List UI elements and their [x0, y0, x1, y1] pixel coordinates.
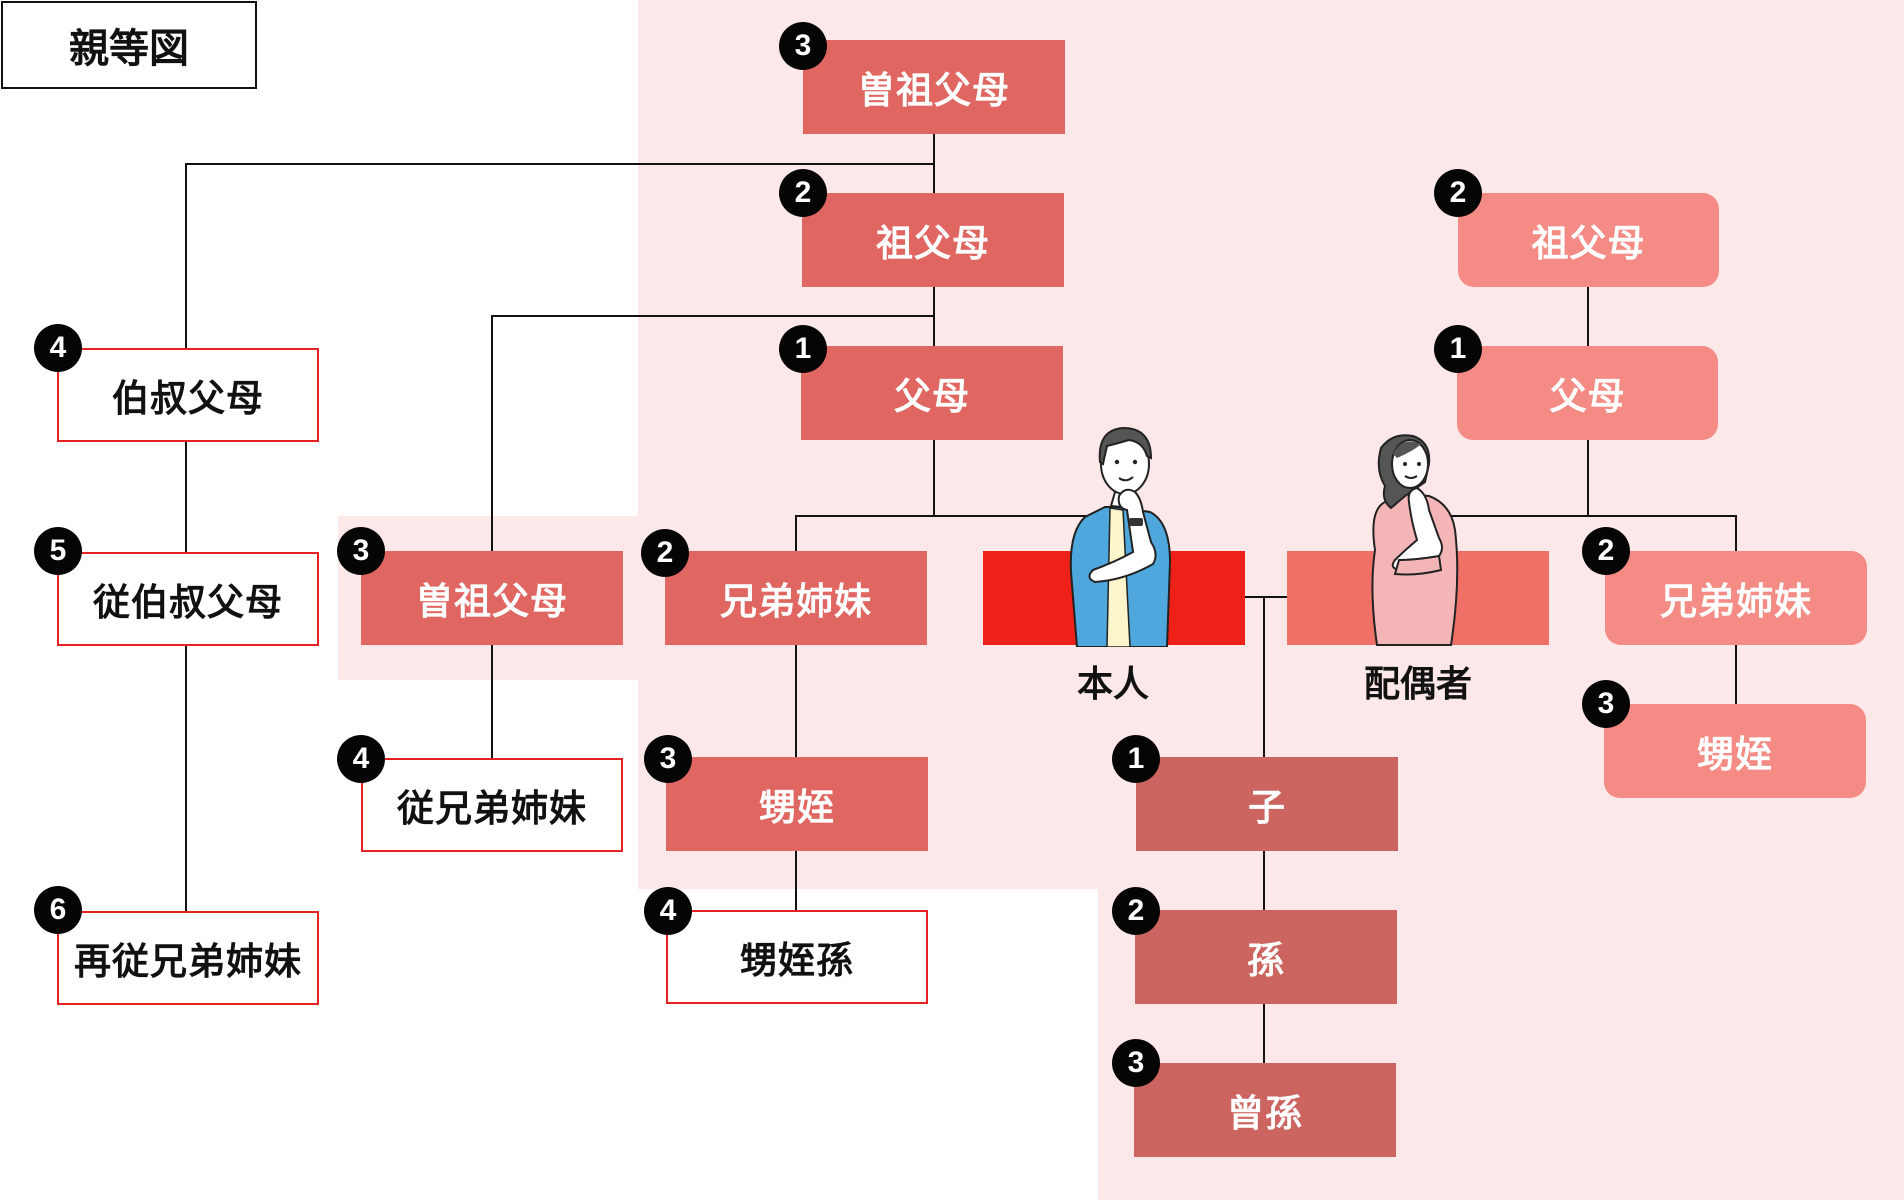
node-label: 曾孫 [1227, 1092, 1303, 1135]
degree-badge: 1 [1434, 325, 1482, 373]
node-label: 甥姪 [1697, 733, 1773, 776]
connector-line [491, 315, 493, 551]
node-label: 孫 [1247, 939, 1285, 982]
node-spouse-nephews-nieces[interactable]: 甥姪 [1604, 704, 1866, 798]
node-label: 再従兄弟姉妹 [74, 940, 302, 983]
node-label: 祖父母 [876, 222, 990, 265]
connector-line [491, 315, 935, 317]
man-thinking-illustration [1069, 426, 1172, 647]
node-great-grandparents[interactable]: 曽祖父母 [803, 40, 1065, 134]
node-label: 甥姪孫 [740, 939, 854, 982]
node-cousins[interactable]: 従兄弟姉妹 [361, 758, 623, 852]
connector-line [1263, 596, 1265, 1157]
connector-line [185, 163, 187, 348]
node-grandchildren[interactable]: 孫 [1135, 910, 1397, 1004]
node-label: 兄弟姉妹 [720, 580, 872, 623]
spouse-label: 配偶者 [1363, 664, 1473, 705]
degree-badge: 3 [644, 735, 692, 783]
connector-line [1440, 515, 1737, 517]
node-spouse-parents[interactable]: 父母 [1457, 346, 1718, 440]
node-spouse-grandparents[interactable]: 祖父母 [1458, 193, 1719, 287]
node-first-cousins-once-removed[interactable]: 従伯叔父母 [57, 552, 319, 646]
degree-badge: 4 [34, 324, 82, 372]
degree-badge: 4 [644, 887, 692, 935]
node-label: 祖父母 [1531, 222, 1646, 265]
degree-badge: 5 [34, 527, 82, 575]
degree-badge: 2 [1434, 169, 1482, 217]
diagram-title: 親等図 [1, 1, 257, 89]
connector-line [933, 440, 935, 517]
connector-line [185, 163, 935, 165]
node-second-cousins[interactable]: 再従兄弟姉妹 [57, 911, 319, 1005]
degree-badge: 1 [779, 325, 827, 373]
node-label: 従兄弟姉妹 [397, 787, 587, 830]
node-grandparents[interactable]: 祖父母 [802, 193, 1064, 287]
connector-line [185, 439, 187, 911]
connector-line [1245, 596, 1287, 598]
degree-badge: 3 [1112, 1039, 1160, 1087]
self-label: 本人 [1076, 664, 1150, 705]
node-great-grandparents-side[interactable]: 曽祖父母 [361, 551, 623, 645]
node-label: 父母 [1549, 375, 1626, 418]
node-grandnephews[interactable]: 甥姪孫 [666, 910, 928, 1004]
node-nephews-nieces[interactable]: 甥姪 [666, 757, 928, 851]
node-label: 兄弟姉妹 [1660, 580, 1812, 623]
node-great-grandchildren[interactable]: 曾孫 [1134, 1063, 1396, 1157]
node-children[interactable]: 子 [1136, 757, 1398, 851]
connector-line [795, 515, 1115, 517]
node-label: 従伯叔父母 [93, 581, 283, 624]
degree-badge: 2 [641, 529, 689, 577]
degree-badge: 2 [1112, 887, 1160, 935]
node-label: 父母 [894, 375, 970, 418]
node-label: 曽祖父母 [858, 69, 1010, 112]
degree-badge: 1 [1112, 735, 1160, 783]
node-label: 甥姪 [759, 786, 835, 829]
degree-badge: 6 [34, 886, 82, 934]
connector-line [795, 515, 797, 910]
connector-line [491, 645, 493, 758]
degree-badge: 3 [337, 527, 385, 575]
node-label: 子 [1248, 786, 1286, 829]
degree-badge: 4 [337, 735, 385, 783]
node-siblings[interactable]: 兄弟姉妹 [665, 551, 927, 645]
woman-thinking-illustration [1371, 434, 1459, 646]
node-uncles-aunts[interactable]: 伯叔父母 [57, 348, 319, 442]
node-spouse-siblings[interactable]: 兄弟姉妹 [1605, 551, 1867, 645]
degree-badge: 3 [1582, 680, 1630, 728]
degree-badge: 2 [1582, 527, 1630, 575]
node-label: 伯叔父母 [112, 377, 264, 420]
node-label: 曽祖父母 [416, 580, 568, 623]
degree-badge: 3 [779, 22, 827, 70]
degree-badge: 2 [779, 169, 827, 217]
node-parents[interactable]: 父母 [801, 346, 1063, 440]
